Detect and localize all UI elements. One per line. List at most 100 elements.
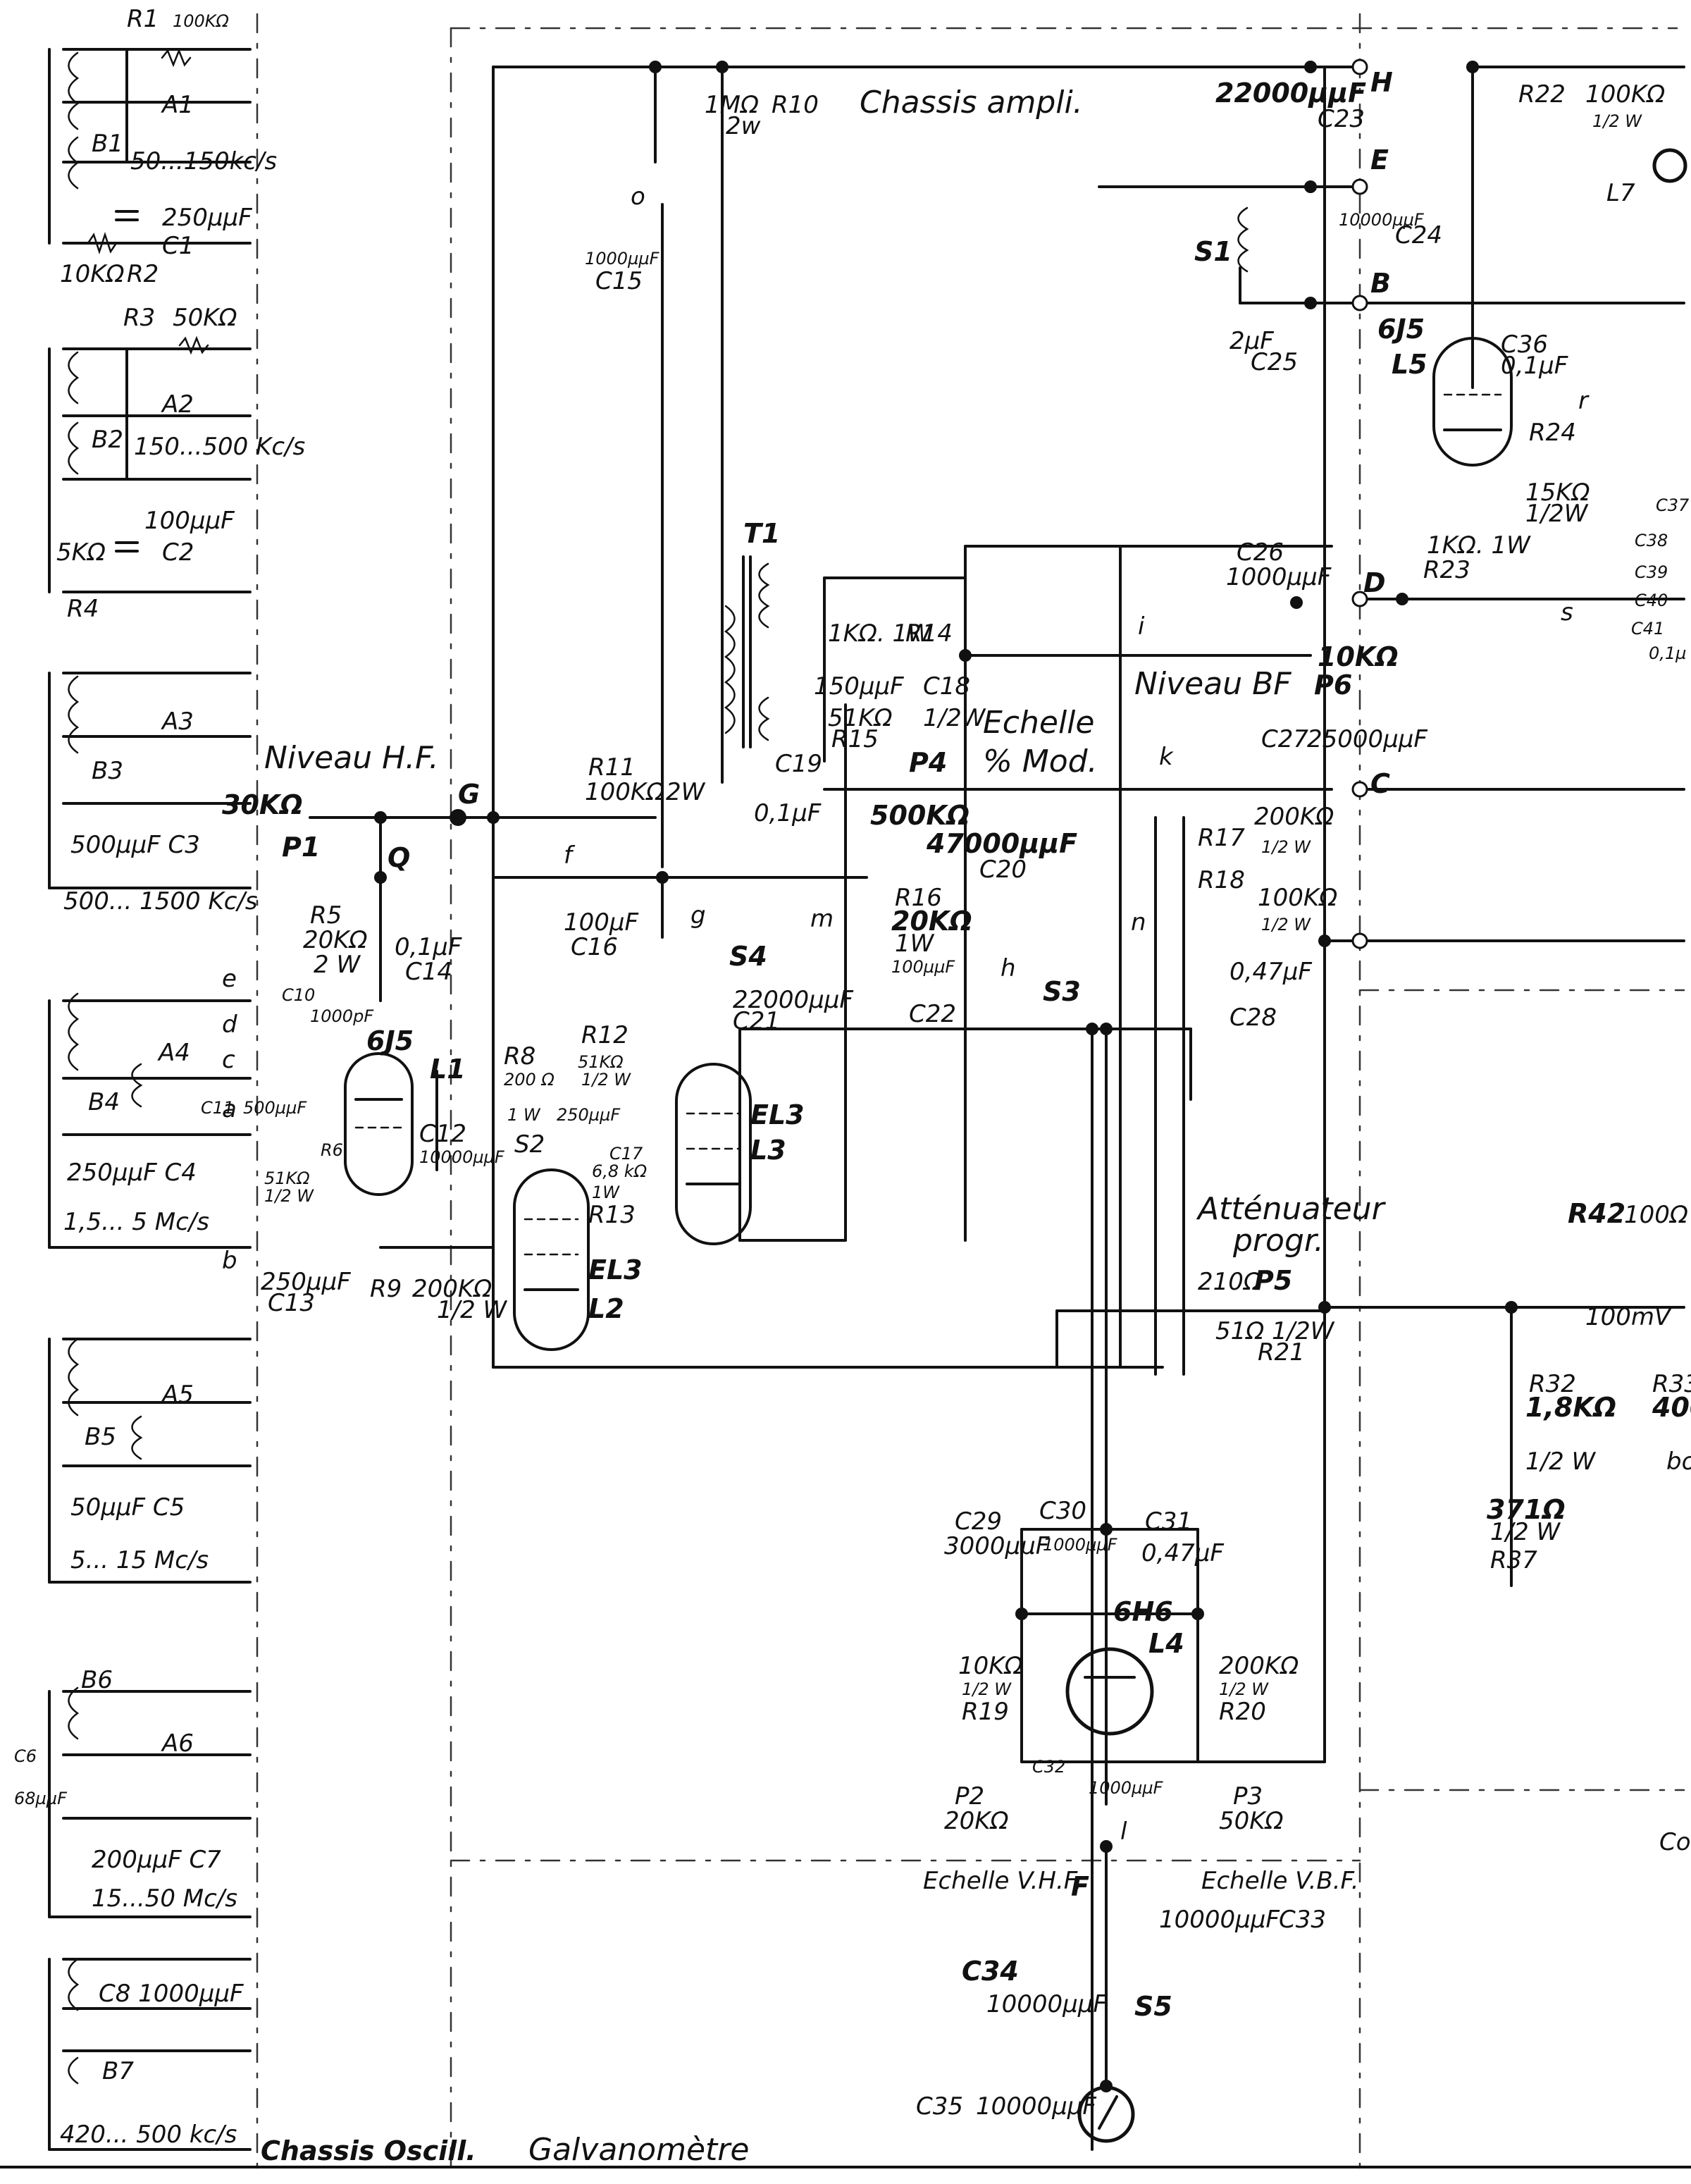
r16-watt: 1W <box>895 930 935 958</box>
r32-watt: 1/2 W <box>1525 1448 1597 1476</box>
r9-value: 200KΩ <box>412 1275 492 1303</box>
c31-label: C31 <box>1145 1507 1192 1536</box>
p5-value: 210Ω <box>1198 1268 1262 1296</box>
c13-value: 250µµF <box>261 1268 351 1296</box>
c24-label: C24 <box>1395 221 1442 249</box>
r33-label: R33 <box>1652 1370 1691 1398</box>
band5-range: 5... 15 Mc/s <box>70 1546 209 1574</box>
c30-value: 1000µµF <box>1043 1535 1118 1555</box>
c41-value: 0,1µ <box>1649 643 1686 663</box>
p5-label: P5 <box>1254 1265 1292 1296</box>
c23-value: 22000µµF <box>1215 78 1366 109</box>
p1-label: P1 <box>282 832 320 863</box>
r18-value: 100KΩ <box>1258 884 1337 912</box>
r1-value: 100KΩ <box>173 11 230 31</box>
galvanometer-meter <box>1077 2085 1135 2143</box>
r2-label: R2 <box>127 260 159 288</box>
echelle-mod-line2: % Mod. <box>983 744 1098 779</box>
c13-label: C13 <box>268 1289 315 1317</box>
wiring <box>309 66 1685 2151</box>
r24-watt: 1/2W <box>1525 500 1589 528</box>
r42-value: 100Ω <box>1624 1201 1688 1229</box>
c12-value: 10000µµF <box>419 1147 505 1167</box>
r20-value: 200KΩ <box>1219 1652 1299 1680</box>
c35-value: 10000µµF <box>976 2092 1096 2121</box>
c16-label: C16 <box>571 933 618 961</box>
switch-m: m <box>810 905 834 933</box>
l4-type: 6H6 <box>1113 1596 1173 1627</box>
tube-l2 <box>513 1168 590 1351</box>
r21-label: R21 <box>1258 1338 1305 1366</box>
attenuateur-line1: Atténuateur <box>1196 1191 1387 1227</box>
c19-value: 0,1µF <box>754 799 822 827</box>
l2-type: EL3 <box>588 1254 643 1285</box>
r20-label: R20 <box>1219 1698 1266 1726</box>
c27-value: 25000µµF <box>1307 725 1427 753</box>
r23-value: 1KΩ. 1W <box>1427 531 1531 560</box>
tube-l4 <box>1065 1647 1154 1736</box>
c20-value: 47000µµF <box>926 828 1077 859</box>
c41-label: C41 <box>1631 619 1664 638</box>
r10-value: 1MΩ <box>705 91 759 119</box>
l5-type: 6J5 <box>1377 314 1425 345</box>
chassis-oscill-title: Chassis Oscill. <box>261 2135 476 2166</box>
r22-label: R22 <box>1518 80 1566 109</box>
c14-value: 0,1µF <box>395 933 462 961</box>
r15-label: R15 <box>831 725 879 753</box>
c19-label: C19 <box>775 750 822 778</box>
r21-value: 51Ω 1/2W <box>1215 1317 1335 1345</box>
c36-label: C36 <box>1501 331 1548 359</box>
t1-label: T1 <box>743 518 780 549</box>
echelle-vhf-title: Echelle V.H.F. <box>923 1867 1082 1895</box>
band2-range: 150...500 Kc/s <box>134 433 305 461</box>
r9-label: R9 <box>370 1275 402 1303</box>
tube-l1 <box>344 1052 414 1196</box>
r11-label: R11 <box>588 753 636 782</box>
r10-label: R10 <box>772 91 819 119</box>
node-e: E <box>1370 144 1389 175</box>
r4-label: R4 <box>67 595 99 623</box>
r42-label: R42 <box>1568 1198 1625 1229</box>
band1-range: 50...150kc/s <box>130 147 277 175</box>
c32-label: C32 <box>1032 1757 1065 1777</box>
c17-label: C17 <box>609 1144 643 1164</box>
r9-watt: 1/2 W <box>437 1296 508 1324</box>
c18-value: 150µµF <box>814 672 904 701</box>
r5-label: R5 <box>310 901 342 930</box>
l3-ref: L3 <box>750 1135 786 1166</box>
c4-value: 250µµF C4 <box>67 1159 197 1187</box>
c14-label: C14 <box>405 958 452 986</box>
r16-label: R16 <box>895 884 942 912</box>
b2-label: B2 <box>92 426 123 454</box>
r37-value: 371Ω <box>1487 1494 1566 1525</box>
node-d-small: d <box>222 1011 237 1039</box>
c22-value: 100µµF <box>891 957 955 977</box>
a2-label: A2 <box>161 390 194 419</box>
node-f: F <box>1071 1871 1089 1902</box>
r3-value: 50KΩ <box>173 304 237 332</box>
r6-label: R6 <box>321 1140 343 1160</box>
r16-value: 20KΩ <box>891 906 972 937</box>
r14-label: R14 <box>905 619 953 648</box>
r37-label: R37 <box>1490 1546 1537 1574</box>
r2-value: 10KΩ <box>60 260 125 288</box>
r19-watt: 1/2 W <box>962 1679 1012 1699</box>
a5-label: A5 <box>161 1381 194 1409</box>
c15-label: C15 <box>595 267 643 295</box>
c6-value: 68µµF <box>14 1789 68 1808</box>
c39-label: C39 <box>1635 562 1668 582</box>
r13-watt: 1W <box>592 1183 620 1202</box>
node-d: D <box>1363 567 1386 598</box>
c17-value: 250µµF <box>557 1105 621 1125</box>
c26-value: 1000µµF <box>1226 563 1332 591</box>
c12-label: C12 <box>419 1120 466 1148</box>
r12-value: 51KΩ <box>578 1052 624 1072</box>
r3-label: R3 <box>123 304 155 332</box>
r11-value: 100KΩ <box>585 778 664 806</box>
p1-value: 30KΩ <box>222 789 303 820</box>
r10-watt: 2w <box>726 112 761 140</box>
c33-label: C33 <box>1279 1906 1326 1934</box>
s5-label: S5 <box>1134 1991 1172 2022</box>
r15-value: 51KΩ <box>828 704 893 732</box>
